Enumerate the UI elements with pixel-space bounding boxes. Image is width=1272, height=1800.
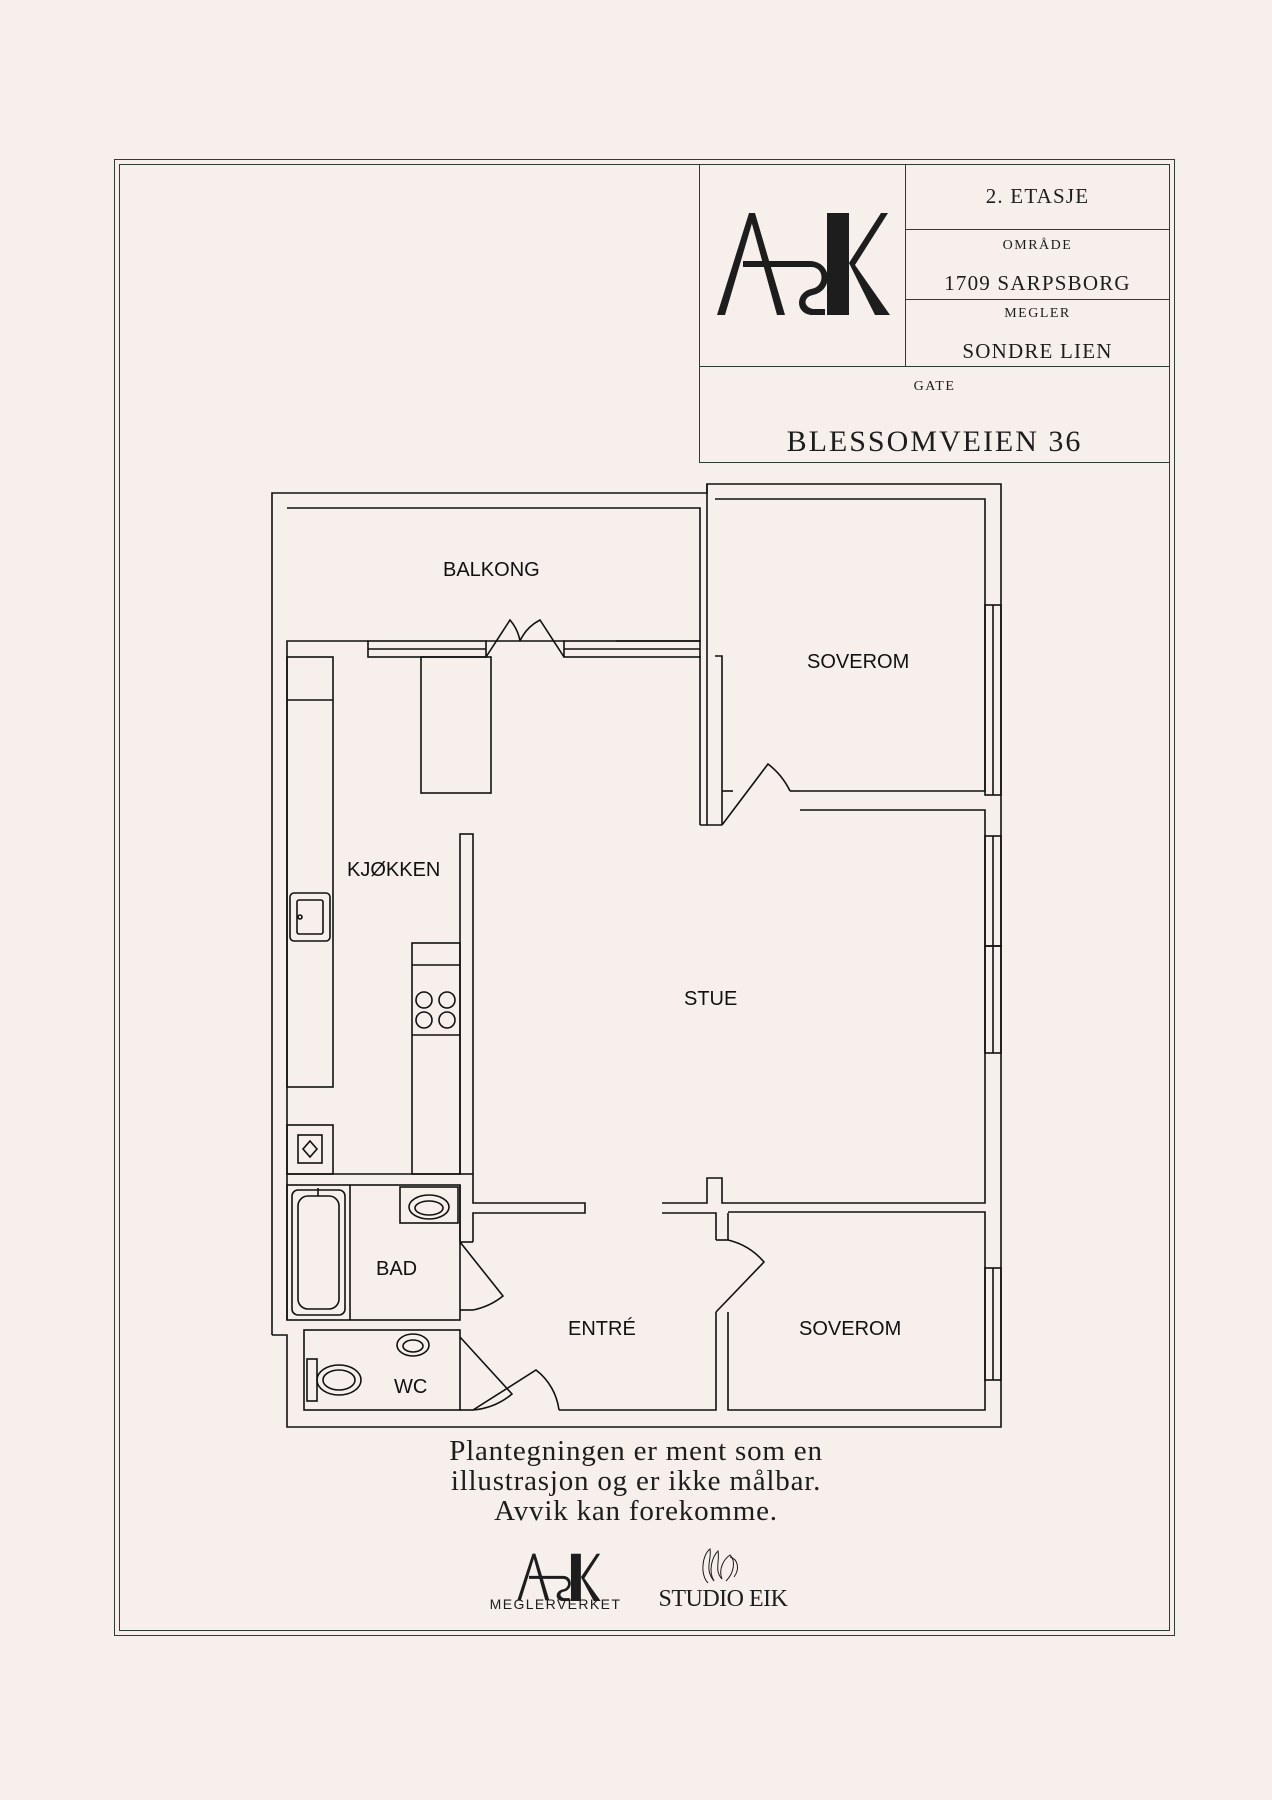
broker-caption: MEGLER — [1004, 306, 1071, 321]
balcony-windows — [367, 640, 701, 658]
studio-eik-text: STUDIO EIK — [658, 1586, 788, 1612]
floor-label: 2. ETASJE — [985, 184, 1090, 208]
title-block-border — [699, 164, 1170, 463]
page-frame-outer — [114, 159, 1175, 1636]
page-frame-inner — [119, 164, 1170, 1631]
title-block-divider-h1 — [905, 229, 1170, 230]
street-value: BLESSOMVEIEN 36 — [786, 425, 1083, 458]
wc — [303, 1329, 514, 1411]
room-label-bath: BAD — [376, 1258, 417, 1280]
title-block-divider-v — [905, 164, 906, 367]
room-label-wc: WC — [394, 1376, 427, 1398]
room-label-kitchen: KJØKKEN — [347, 859, 440, 881]
ask-logo — [717, 213, 890, 315]
disclaimer: Plantegningen er ment som en illustrasjo… — [386, 1436, 886, 1526]
exterior-walls — [271, 483, 1002, 1428]
area-value: 1709 SARPSBORG — [944, 271, 1131, 295]
room-label-balcony: BALKONG — [443, 559, 540, 581]
area-caption: OMRÅDE — [1002, 238, 1073, 253]
room-label-bedroom-bottom: SOVEROM — [799, 1318, 901, 1340]
title-block-divider-h3 — [699, 366, 1170, 367]
room-label-entry: ENTRÉ — [568, 1317, 636, 1340]
windows-right — [984, 604, 1002, 1381]
disclaimer-line-2: illustrasjon og er ikke målbar. — [450, 1465, 822, 1497]
kitchen-walls — [286, 656, 492, 1175]
broker-value: SONDRE LIEN — [962, 339, 1113, 363]
disclaimer-line-1: Plantegningen er ment som en — [449, 1435, 823, 1467]
title-block-divider-h2 — [905, 299, 1170, 300]
disclaimer-line-3: Avvik kan forekomme. — [494, 1495, 778, 1527]
street-caption: GATE — [913, 379, 956, 394]
room-label-living: STUE — [684, 988, 737, 1010]
room-label-bedroom-top: SOVEROM — [807, 651, 909, 673]
entry-walls — [459, 1174, 729, 1243]
meglerverket-text: MEGLERVERKET — [489, 1596, 622, 1612]
bath — [286, 1184, 505, 1321]
studio-eik-logo-mark — [702, 1548, 738, 1584]
ask-meglerverket-logo — [517, 1553, 601, 1601]
